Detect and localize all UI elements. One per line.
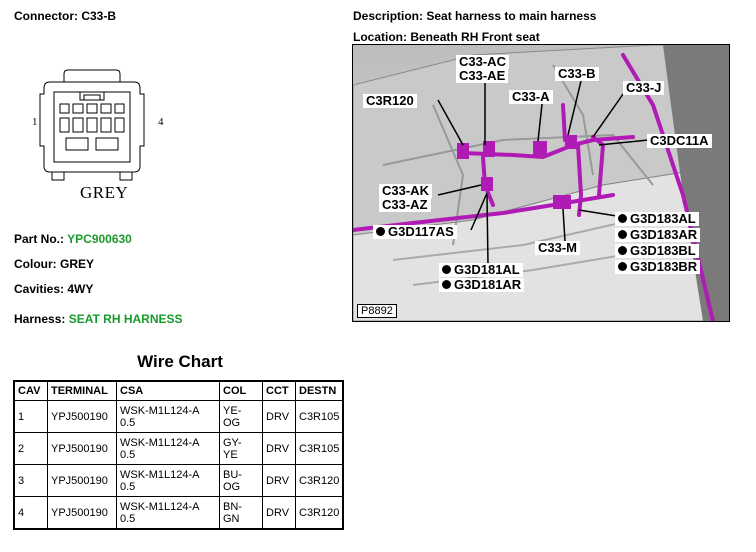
connector-line: Connector: C33-B: [14, 9, 116, 23]
part-no-label: Part No.:: [14, 232, 65, 246]
cell-cct: DRV: [262, 432, 296, 465]
callout-g3d183bl: G3D183BL: [615, 244, 699, 258]
callout-c33-j: C33-J: [623, 81, 665, 95]
callout-c33-az: C33-AZ: [379, 198, 431, 212]
harness-line: Harness: SEAT RH HARNESS: [14, 312, 183, 326]
location-photo: C33-AC C33-AE C33-B C3R120 C33-A C33-J C…: [352, 44, 730, 322]
location-label: Location:: [353, 30, 407, 44]
cell-destn: C3R120: [295, 464, 344, 497]
connector-face-drawing: 1 4: [32, 69, 164, 181]
connector-colour-caption: GREY: [80, 183, 129, 202]
cell-cct: DRV: [262, 400, 296, 433]
location-line: Location: Beneath RH Front seat: [353, 30, 540, 44]
header-col: COL: [219, 380, 263, 401]
cell-terminal: YPJ500190: [47, 432, 117, 465]
colour-line: Colour: GREY: [14, 257, 94, 271]
cavities-label: Cavities:: [14, 282, 65, 296]
cell-col: BU-OG: [219, 464, 263, 497]
callout-c33-m: C33-M: [535, 241, 581, 255]
cell-terminal: YPJ500190: [47, 496, 117, 530]
connector-value: C33-B: [81, 9, 117, 23]
header-cct: CCT: [262, 380, 296, 401]
wire-chart-table: CAV TERMINAL CSA COL CCT DESTN 1 YPJ5001…: [13, 380, 345, 530]
cell-cav: 2: [13, 432, 48, 465]
cell-terminal: YPJ500190: [47, 464, 117, 497]
callout-c33-ae: C33-AE: [456, 69, 509, 83]
callout-g3d117as: G3D117AS: [373, 225, 457, 239]
callout-c33-ak: C33-AK: [379, 184, 432, 198]
callout-c3r120: C3R120: [363, 94, 417, 108]
header-csa: CSA: [116, 380, 220, 401]
callout-c33-b: C33-B: [555, 67, 599, 81]
part-no-line: Part No.: YPC900630: [14, 232, 132, 246]
description-line: Description: Seat harness to main harnes…: [353, 9, 596, 23]
connector-label: Connector:: [14, 9, 78, 23]
cell-terminal: YPJ500190: [47, 400, 117, 433]
cell-destn: C3R105: [295, 400, 344, 433]
colour-label: Colour:: [14, 257, 57, 271]
callout-g3d181al: G3D181AL: [439, 263, 523, 277]
cell-col: BN-GN: [219, 496, 263, 530]
callout-c33-a: C33-A: [509, 90, 553, 104]
harness-label: Harness:: [14, 312, 66, 326]
pin-label-right: 4: [158, 116, 164, 128]
cell-col: GY-YE: [219, 432, 263, 465]
photo-reference-id: P8892: [357, 304, 397, 318]
cell-cav: 1: [13, 400, 48, 433]
description-value: Seat harness to main harness: [426, 9, 597, 23]
header-destn: DESTN: [295, 380, 344, 401]
callout-g3d181ar: G3D181AR: [439, 278, 525, 292]
colour-value: GREY: [60, 257, 95, 271]
cell-cav: 4: [13, 496, 48, 530]
callout-c3dc11a: C3DC11A: [647, 134, 712, 148]
callout-g3d183al: G3D183AL: [615, 212, 699, 226]
header-cav: CAV: [13, 380, 48, 401]
description-label: Description:: [353, 9, 424, 23]
callout-g3d183br: G3D183BR: [615, 260, 701, 274]
callout-c33-ac: C33-AC: [456, 55, 509, 69]
cell-destn: C3R120: [295, 496, 344, 530]
callout-g3d183ar: G3D183AR: [615, 228, 701, 242]
header-terminal: TERMINAL: [47, 380, 117, 401]
part-no-value: YPC900630: [67, 232, 132, 246]
location-value: Beneath RH Front seat: [410, 30, 540, 44]
cell-cav: 3: [13, 464, 48, 497]
wire-chart-header-row: CAV TERMINAL CSA COL CCT DESTN: [13, 380, 344, 401]
cell-destn: C3R105: [295, 432, 344, 465]
wire-chart-title: Wire Chart: [137, 352, 223, 371]
harness-value: SEAT RH HARNESS: [68, 312, 183, 326]
cell-cct: DRV: [262, 464, 296, 497]
cell-col: YE-OG: [219, 400, 263, 433]
cavities-line: Cavities: 4WY: [14, 282, 93, 296]
pin-label-left: 1: [32, 116, 38, 128]
cavities-value: 4WY: [67, 282, 94, 296]
cell-cct: DRV: [262, 496, 296, 530]
